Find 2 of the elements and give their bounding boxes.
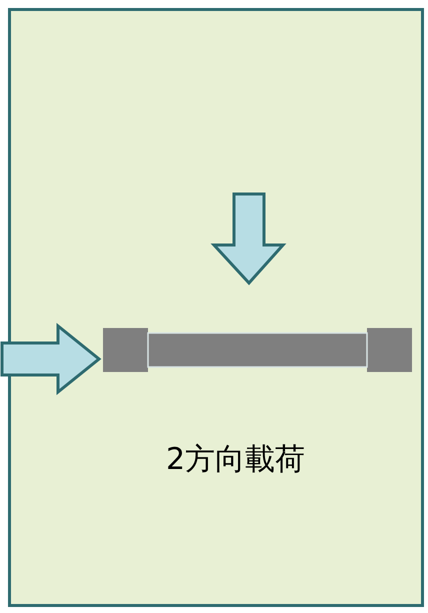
specimen-panel bbox=[8, 8, 424, 607]
load-caption: 2方向載荷 bbox=[166, 441, 306, 479]
